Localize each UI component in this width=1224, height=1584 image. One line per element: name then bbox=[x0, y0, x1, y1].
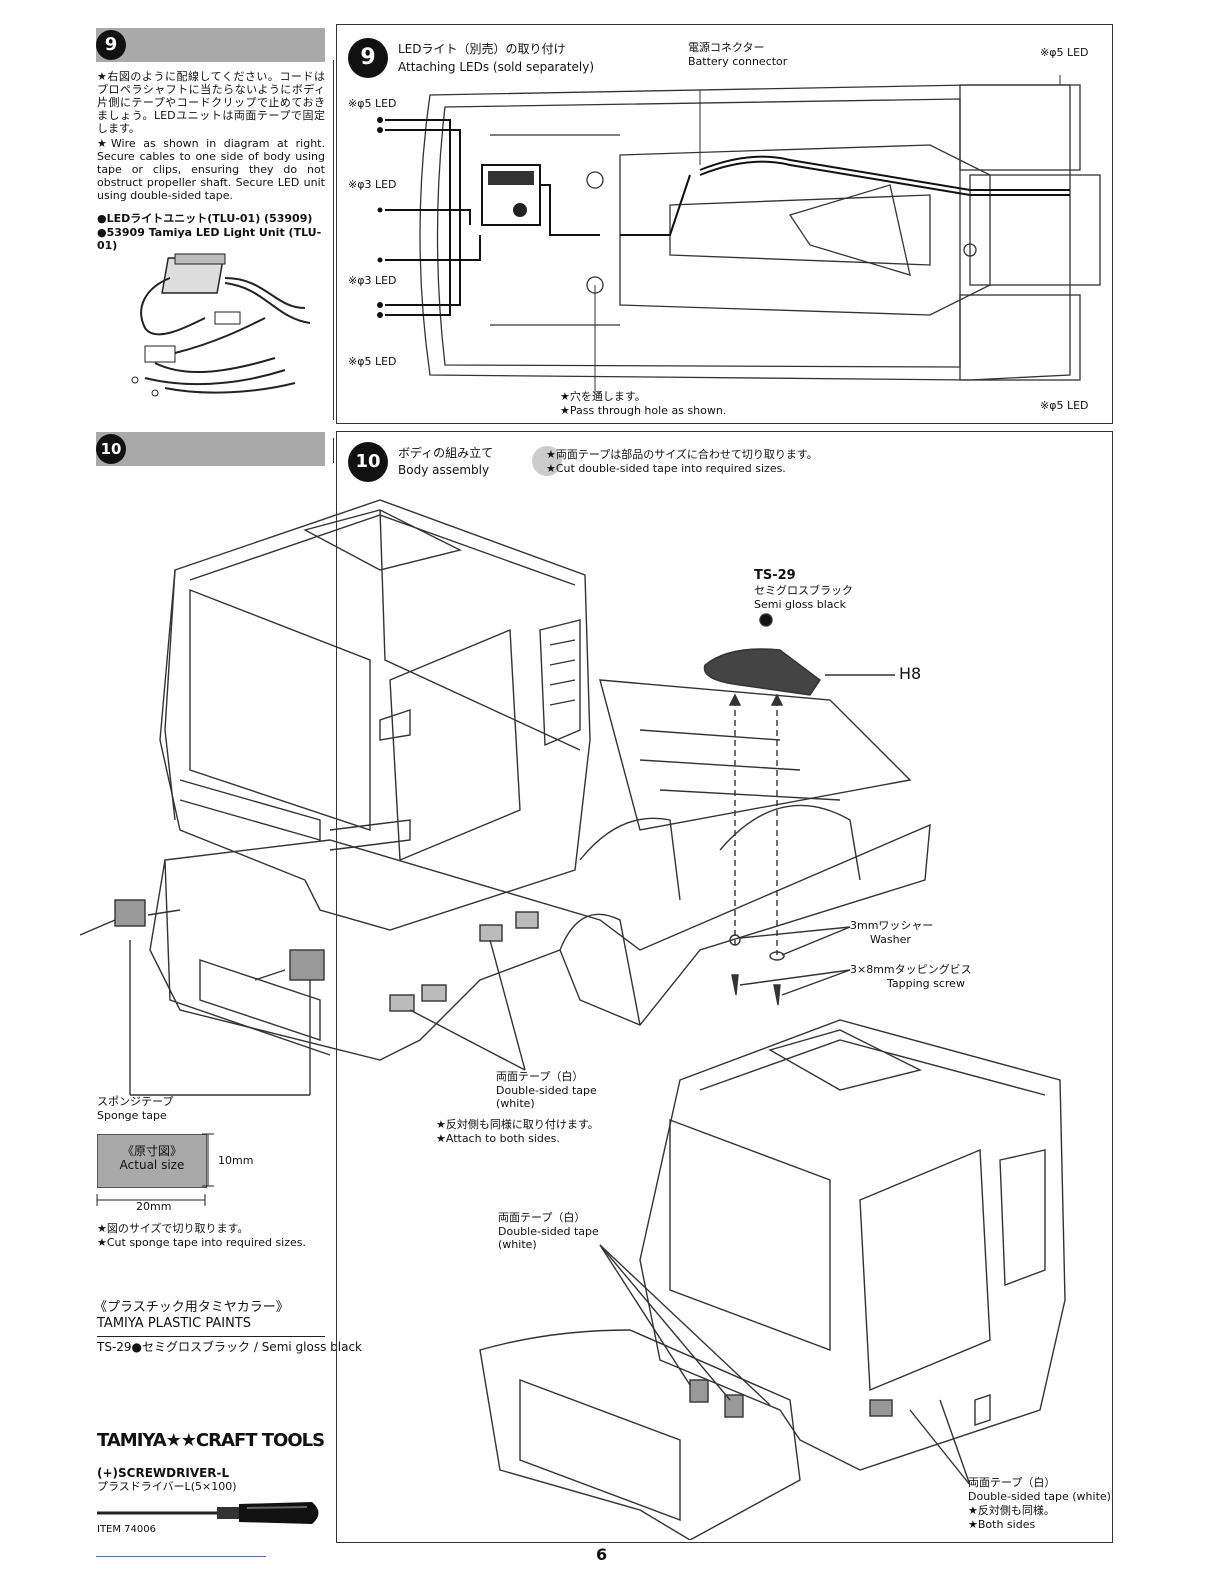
dst-side-label-jp: 両面テープ（白） bbox=[496, 1070, 584, 1083]
ts29-name-en: Semi gloss black bbox=[754, 598, 846, 611]
dimension-width: 20mm bbox=[136, 1200, 172, 1213]
step10-panel bbox=[336, 431, 1113, 1543]
actual-size-swatch: 《原寸図》 Actual size bbox=[97, 1134, 207, 1188]
panel10-title-jp: ボディの組み立て bbox=[398, 446, 494, 460]
screwdriver-illustration bbox=[97, 1502, 319, 1524]
step9-instruction-jp: ★右図のように配線してください。コードはプロペラシャフトに当たらないようにボディ… bbox=[97, 70, 325, 135]
paints-rule bbox=[97, 1336, 325, 1337]
dst-bumper-label-en: Double-sided tape bbox=[498, 1225, 599, 1238]
panel10-title-en: Body assembly bbox=[398, 463, 490, 477]
body-assembly-illustration bbox=[80, 499, 1066, 1540]
craft-tools-brand: TAMIYA★★CRAFT TOOLS bbox=[97, 1430, 325, 1451]
actual-size-en: Actual size bbox=[119, 1158, 185, 1172]
paints-title-jp: 《プラスチック用タミヤカラー》 bbox=[94, 1300, 289, 1315]
step9-instruction-en: ★Wire as shown in diagram at right. Secu… bbox=[97, 137, 325, 202]
left-column-divider-top bbox=[333, 60, 334, 420]
panel9-title-jp: LEDライト（別売）の取り付け bbox=[398, 42, 566, 56]
led-label-top-right: ※φ5 LED bbox=[1040, 46, 1089, 59]
attach-both-note-en: ★Attach to both sides. bbox=[436, 1132, 560, 1145]
led-unit-part-jp: ●LEDライトユニット(TLU-01) (53909) bbox=[97, 212, 313, 225]
led-unit-illustration bbox=[131, 253, 311, 397]
dst-bumper-label-en2: (white) bbox=[498, 1238, 537, 1251]
led-label-bottom-left: ※φ5 LED bbox=[348, 355, 397, 368]
step9-panel bbox=[336, 24, 1113, 424]
paint-item-ts29: TS-29●セミグロスブラック / Semi gloss black bbox=[97, 1340, 362, 1354]
tools-item-number: ITEM 74006 bbox=[97, 1524, 156, 1535]
screwdriver-name: (+)SCREWDRIVER-L bbox=[97, 1466, 230, 1480]
battery-connector-jp: 電源コネクター bbox=[688, 41, 765, 54]
screwdriver-name-jp: プラスドライバーL(5×100) bbox=[97, 1480, 237, 1493]
step9-number-badge: 9 bbox=[96, 30, 126, 60]
actual-size-jp: 《原寸図》 bbox=[121, 1144, 182, 1158]
led-label-3mm-lower: ※φ3 LED bbox=[348, 274, 397, 287]
cut-note-jp: ★図のサイズで切り取ります。 bbox=[97, 1222, 249, 1235]
sponge-tape-label-jp: スポンジテープ bbox=[97, 1095, 174, 1108]
step9-header-bar bbox=[96, 28, 325, 62]
screw-label-en: Tapping screw bbox=[887, 977, 965, 990]
ts29-name-jp: セミグロスブラック bbox=[754, 584, 853, 597]
dst-rear-label-jp: 両面テープ（白） bbox=[968, 1476, 1056, 1489]
sponge-dimension-lines bbox=[96, 1133, 214, 1206]
dst-rear-label-en: Double-sided tape (white) bbox=[968, 1490, 1111, 1503]
both-sides-note-en: ★Both sides bbox=[968, 1518, 1036, 1531]
washer-label-jp: 3mmワッシャー bbox=[850, 919, 934, 932]
battery-connector-en: Battery connector bbox=[688, 55, 788, 68]
tape-note-dot bbox=[532, 446, 562, 476]
screw-label-jp: 3×8mmタッピングビス bbox=[850, 963, 972, 976]
pass-through-note-en: ★Pass through hole as shown. bbox=[560, 404, 727, 417]
step10-number-badge: 10 bbox=[96, 434, 126, 464]
led-label-3mm-upper: ※φ3 LED bbox=[348, 178, 397, 191]
left-column-divider-bottom bbox=[333, 438, 334, 463]
attach-both-note-jp: ★反対側も同様に取り付けます。 bbox=[436, 1118, 599, 1131]
tape-note-jp: ★両面テープは部品のサイズに合わせて切り取ります。 bbox=[546, 448, 818, 461]
dst-bumper-label-jp: 両面テープ（白） bbox=[498, 1211, 586, 1224]
page-number: 6 bbox=[596, 1545, 608, 1564]
panel9-title-en: Attaching LEDs (sold separately) bbox=[398, 60, 595, 74]
paints-title-en: TAMIYA PLASTIC PAINTS bbox=[97, 1316, 251, 1331]
washer-label-en: Washer bbox=[870, 933, 911, 946]
both-sides-note-jp: ★反対側も同様。 bbox=[968, 1504, 1055, 1517]
ts29-code: TS-29 bbox=[754, 568, 796, 583]
part-h8-label: H8 bbox=[899, 664, 922, 683]
pass-through-note-jp: ★穴を通します。 bbox=[560, 390, 646, 403]
dimension-height: 10mm bbox=[218, 1154, 254, 1167]
sponge-tape-label-en: Sponge tape bbox=[97, 1109, 167, 1122]
cut-note-en: ★Cut sponge tape into required sizes. bbox=[97, 1236, 306, 1249]
led-label-bottom-right: ※φ5 LED bbox=[1040, 399, 1089, 412]
step10-header-bar bbox=[96, 432, 325, 466]
led-unit-part-en: ●53909 Tamiya LED Light Unit (TLU-01) bbox=[97, 226, 322, 252]
dst-side-label-en2: (white) bbox=[496, 1097, 535, 1110]
chassis-wiring-diagram bbox=[377, 75, 1101, 395]
led-label-top-left: ※φ5 LED bbox=[348, 97, 397, 110]
panel10-number-badge: 10 bbox=[348, 442, 388, 482]
tape-note-en: ★Cut double-sided tape into required siz… bbox=[546, 462, 786, 475]
panel9-number-badge: 9 bbox=[348, 38, 388, 78]
dst-side-label-en: Double-sided tape bbox=[496, 1084, 597, 1097]
footer-link-rule bbox=[96, 1556, 266, 1557]
